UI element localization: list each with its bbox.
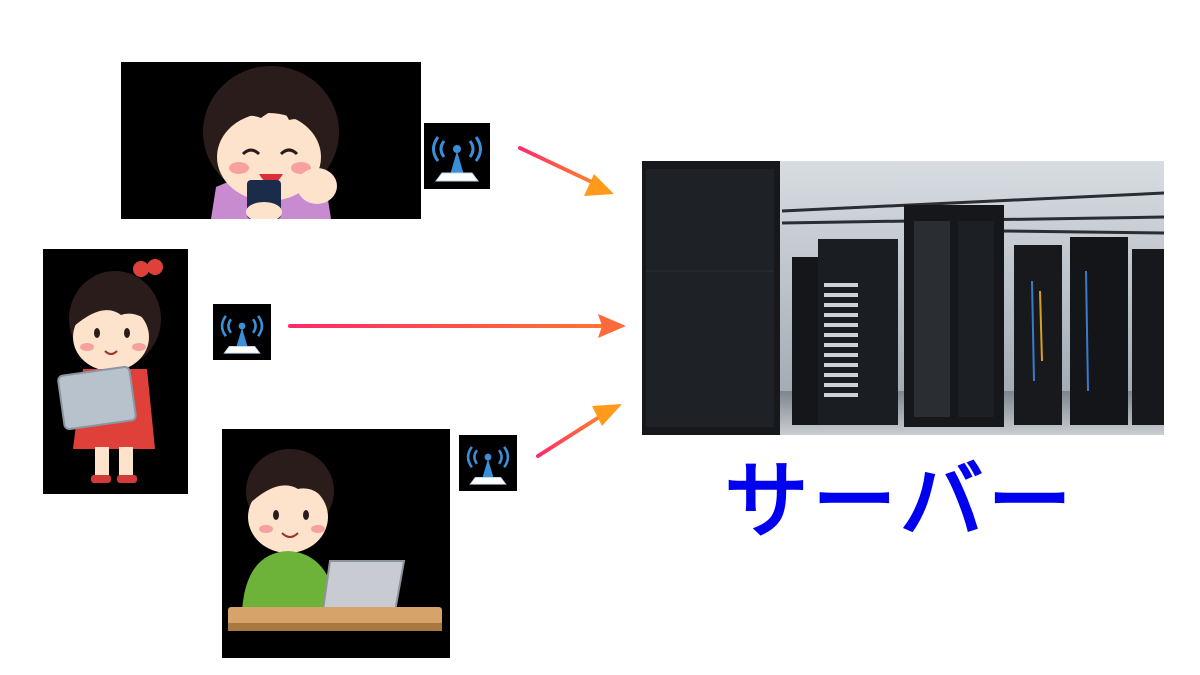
boy-with-laptop-illustration <box>222 429 450 658</box>
wireless-antenna-icon <box>459 435 517 491</box>
wireless-antenna-icon <box>213 304 271 360</box>
girl-with-tablet-illustration <box>43 249 188 494</box>
girl-with-smartphone-illustration <box>121 62 421 219</box>
server-label: サーバー <box>724 452 1076 550</box>
arrow-tablet-to-server <box>288 314 626 338</box>
server-room-photo <box>642 161 1164 435</box>
arrow-phone-to-server <box>518 146 614 196</box>
arrow-laptop-to-server <box>536 404 622 458</box>
wireless-antenna-icon <box>424 123 490 189</box>
